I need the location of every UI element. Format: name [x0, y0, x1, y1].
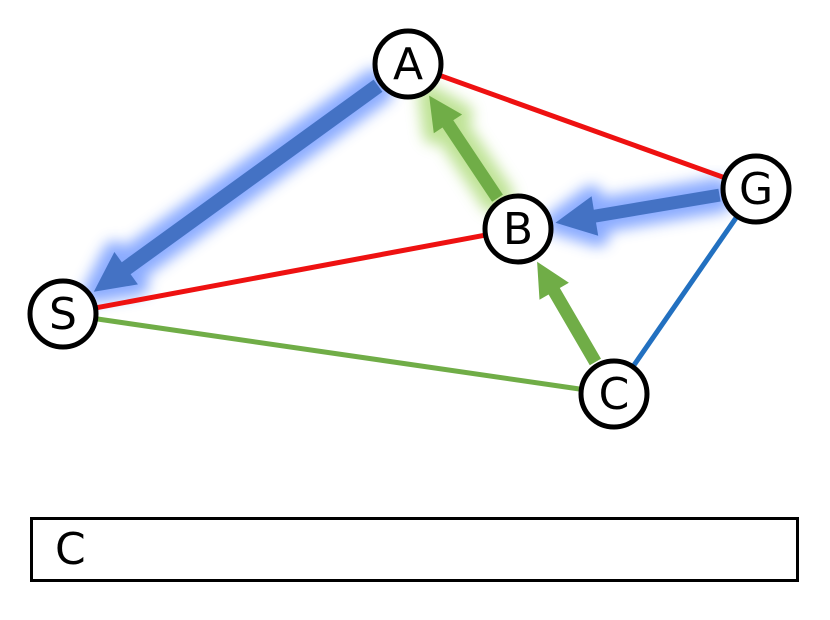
node-label-g: G	[739, 164, 773, 215]
node-s: S	[27, 278, 99, 350]
edge-s-c	[97, 316, 580, 392]
queue-text: C	[55, 524, 86, 575]
edge-a-g	[440, 73, 724, 180]
node-label-b: B	[503, 204, 533, 255]
arrow-body	[555, 188, 721, 236]
node-circle	[720, 153, 792, 225]
edge-c-g	[631, 216, 739, 367]
arrow-c-to-b	[537, 261, 601, 366]
node-b: B	[482, 193, 554, 265]
edge-b-s	[96, 232, 485, 311]
node-label-s: S	[49, 289, 77, 340]
node-g: G	[720, 153, 792, 225]
arrow-body	[537, 261, 601, 366]
node-circle	[27, 278, 99, 350]
node-layer: A B C G S	[27, 28, 792, 430]
arrow-b-to-a	[429, 95, 503, 202]
node-circle	[372, 28, 444, 100]
node-label-a: A	[393, 39, 423, 90]
arrow-layer	[93, 79, 721, 366]
queue-box: C	[30, 517, 799, 582]
node-label-c: C	[599, 369, 630, 420]
node-circle	[578, 358, 650, 430]
edge-layer	[96, 73, 739, 392]
arrow-body	[429, 95, 503, 202]
arrow-g-to-b	[555, 188, 721, 236]
node-c: C	[578, 358, 650, 430]
highlight-glow-layer	[82, 68, 732, 303]
arrow-a-to-s	[93, 79, 383, 292]
node-a: A	[372, 28, 444, 100]
arrow-body	[93, 79, 383, 292]
node-circle	[482, 193, 554, 265]
